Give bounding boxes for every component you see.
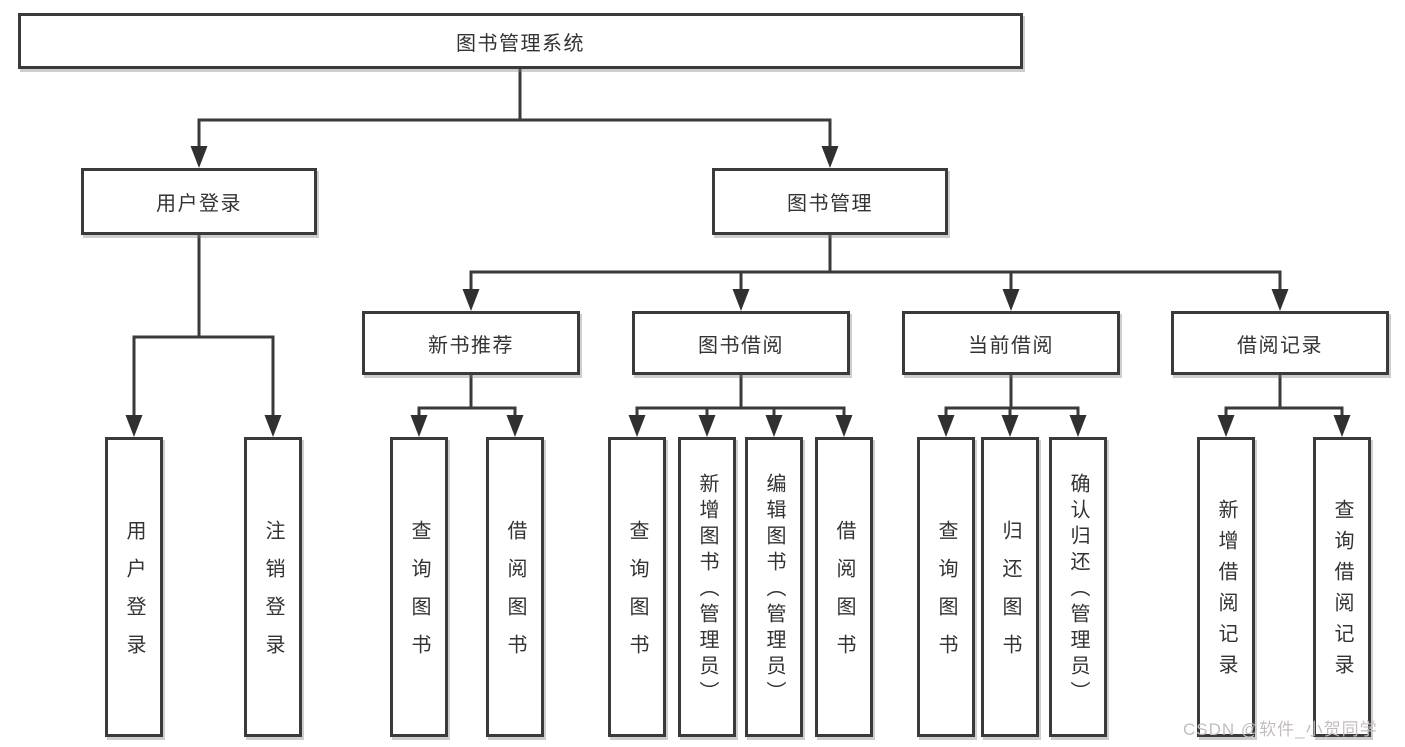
leaf-borrow-books: 借阅图书	[815, 437, 873, 737]
leaf-query-books-current-label: 查询图书	[935, 520, 957, 672]
leaf-add-borrow-record-label: 新增借阅记录	[1215, 499, 1237, 685]
node-current-borrow: 当前借阅	[902, 311, 1120, 375]
node-new-book-recommend: 新书推荐	[362, 311, 580, 375]
leaf-confirm-return-admin: 确认归还（管理员）	[1049, 437, 1107, 737]
leaf-add-books-admin: 新增图书（管理员）	[678, 437, 736, 737]
leaf-query-borrow-record: 查询借阅记录	[1313, 437, 1371, 737]
node-user-login: 用户登录	[81, 168, 317, 235]
leaf-borrow-books-recommend-label: 借阅图书	[504, 520, 526, 672]
node-book-borrow: 图书借阅	[632, 311, 850, 375]
node-borrow-records: 借阅记录	[1171, 311, 1389, 375]
leaf-edit-books-admin-label: 编辑图书（管理员）	[763, 473, 785, 707]
leaf-return-books-label: 归还图书	[999, 520, 1021, 672]
leaf-query-books-recommend-label: 查询图书	[408, 520, 430, 672]
leaf-query-books-current: 查询图书	[917, 437, 975, 737]
leaf-add-borrow-record: 新增借阅记录	[1197, 437, 1255, 737]
leaf-query-books-borrow-label: 查询图书	[626, 520, 648, 672]
arrowheads	[125, 146, 1351, 437]
node-borrow-records-label: 借阅记录	[1237, 334, 1323, 357]
leaf-logout-label: 注销登录	[262, 520, 284, 672]
node-book-borrow-label: 图书借阅	[698, 334, 784, 357]
leaf-logout: 注销登录	[244, 437, 302, 737]
node-root: 图书管理系统	[18, 13, 1023, 69]
leaf-user-login-label: 用户登录	[123, 520, 145, 672]
node-current-borrow-label: 当前借阅	[968, 334, 1054, 357]
node-book-management-label: 图书管理	[787, 193, 873, 215]
leaf-user-login: 用户登录	[105, 437, 163, 737]
leaf-query-borrow-record-label: 查询借阅记录	[1331, 499, 1353, 685]
csdn-watermark: CSDN @软件_小贺同学	[1183, 720, 1378, 739]
node-root-label: 图书管理系统	[456, 32, 585, 55]
leaf-confirm-return-admin-label: 确认归还（管理员）	[1067, 473, 1089, 707]
leaf-return-books: 归还图书	[981, 437, 1039, 737]
leaf-add-books-admin-label: 新增图书（管理员）	[696, 473, 718, 707]
leaf-query-books-borrow: 查询图书	[608, 437, 666, 737]
node-book-management: 图书管理	[712, 168, 948, 235]
leaf-borrow-books-recommend: 借阅图书	[486, 437, 544, 737]
node-new-book-recommend-label: 新书推荐	[428, 334, 514, 357]
node-user-login-label: 用户登录	[156, 193, 242, 215]
leaf-borrow-books-label: 借阅图书	[833, 520, 855, 672]
leaf-query-books-recommend: 查询图书	[390, 437, 448, 737]
leaf-edit-books-admin: 编辑图书（管理员）	[745, 437, 803, 737]
